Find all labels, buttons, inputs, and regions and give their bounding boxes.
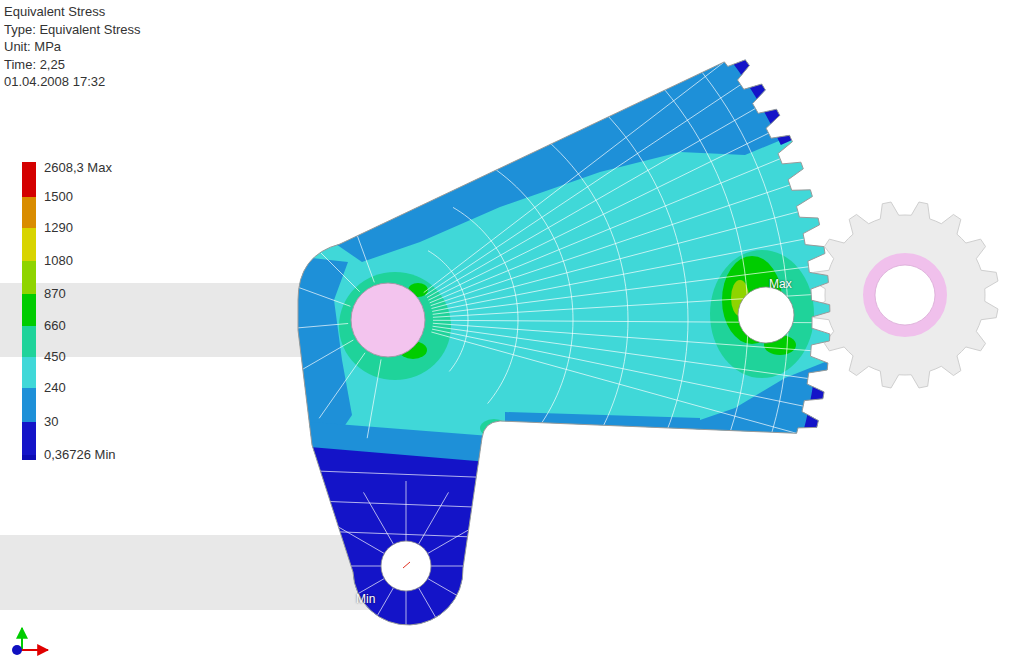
bore-hole: [738, 287, 794, 343]
mesh-line: [428, 131, 774, 301]
mesh-line: [364, 492, 394, 544]
mesh-line: [406, 481, 407, 541]
legend-swatch: [22, 388, 36, 422]
info-text: 01.04.2008 17:32: [4, 74, 105, 90]
mesh-line: [419, 588, 449, 640]
legend-value: 1080: [44, 253, 73, 269]
mesh-line: [428, 251, 468, 372]
mesh-line: [431, 183, 796, 306]
mesh-line: [508, 112, 628, 474]
node-mark: [403, 562, 410, 568]
contour-band: [727, 31, 818, 145]
plot-title: Equivalent Stress: [4, 4, 105, 20]
pinion-hub: [869, 259, 941, 331]
legend-swatch: [22, 294, 36, 326]
fe-mesh: [268, 0, 818, 651]
pinion: [812, 202, 998, 388]
mesh-line: [332, 579, 384, 609]
legend-swatch: [22, 261, 36, 294]
mesh-line: [431, 566, 491, 567]
legend-swatch: [22, 455, 36, 460]
legend-value: 870: [44, 286, 66, 302]
mesh-line: [453, 207, 518, 403]
legend-value: 2608,3 Max: [44, 160, 112, 176]
part-outline: [298, 60, 830, 625]
legend-value: 450: [44, 349, 66, 365]
legend-value: 240: [44, 380, 66, 396]
legend-value: 1500: [44, 189, 73, 205]
mesh-line: [428, 524, 480, 554]
z-axis: [12, 645, 22, 655]
mesh-line: [427, 105, 761, 297]
axis-triad: [12, 628, 48, 655]
info-text: Type: Equivalent Stress: [4, 22, 141, 38]
contour-band: [799, 380, 853, 458]
mesh-line: [568, 8, 748, 551]
legend-value: 30: [44, 414, 58, 430]
contour-band: [285, 255, 352, 440]
legend-value: 1290: [44, 220, 73, 236]
info-text: Time: 2,25: [4, 57, 65, 73]
bore-hole: [381, 541, 431, 591]
mesh-line: [538, 60, 688, 513]
mesh-line: [284, 340, 353, 380]
legend-swatch: [22, 162, 36, 197]
mesh-line: [347, 207, 374, 282]
legend-swatch: [22, 357, 36, 388]
mesh-line: [430, 156, 786, 302]
legend-value: 0,36726 Min: [44, 447, 116, 463]
mesh-line: [268, 323, 348, 330]
pivot-pin: [351, 283, 425, 357]
mesh-line: [428, 579, 480, 609]
x-axis: [20, 649, 48, 651]
mesh-line: [290, 500, 500, 508]
contour-band: [486, 426, 498, 434]
mesh-line: [303, 235, 360, 292]
legend-swatch: [22, 422, 36, 455]
legend-swatch: [22, 326, 36, 357]
extreme-marker: Max: [769, 277, 792, 291]
mesh-line: [319, 353, 365, 419]
pinion-bore: [875, 265, 935, 325]
contour-band: [330, 50, 820, 262]
mesh-line: [332, 524, 384, 554]
mesh-line: [481, 160, 574, 439]
mesh-line: [367, 359, 381, 438]
y-axis: [21, 628, 23, 650]
contour-band: [285, 445, 520, 669]
mesh-line: [432, 329, 809, 407]
legend-swatch: [22, 228, 36, 261]
contour-band: [250, 30, 870, 669]
mesh-line: [275, 279, 350, 306]
stress-contour: [250, 0, 870, 669]
info-text: Unit: MPa: [4, 39, 61, 55]
pinion-gear: [812, 202, 998, 388]
mesh-line: [425, 81, 745, 295]
contour-band: [710, 250, 814, 378]
legend-value: 660: [44, 318, 66, 334]
mesh-line: [419, 492, 449, 544]
legend-swatch: [22, 197, 36, 228]
mesh-line: [406, 591, 407, 651]
extreme-marker: Min: [356, 592, 375, 606]
